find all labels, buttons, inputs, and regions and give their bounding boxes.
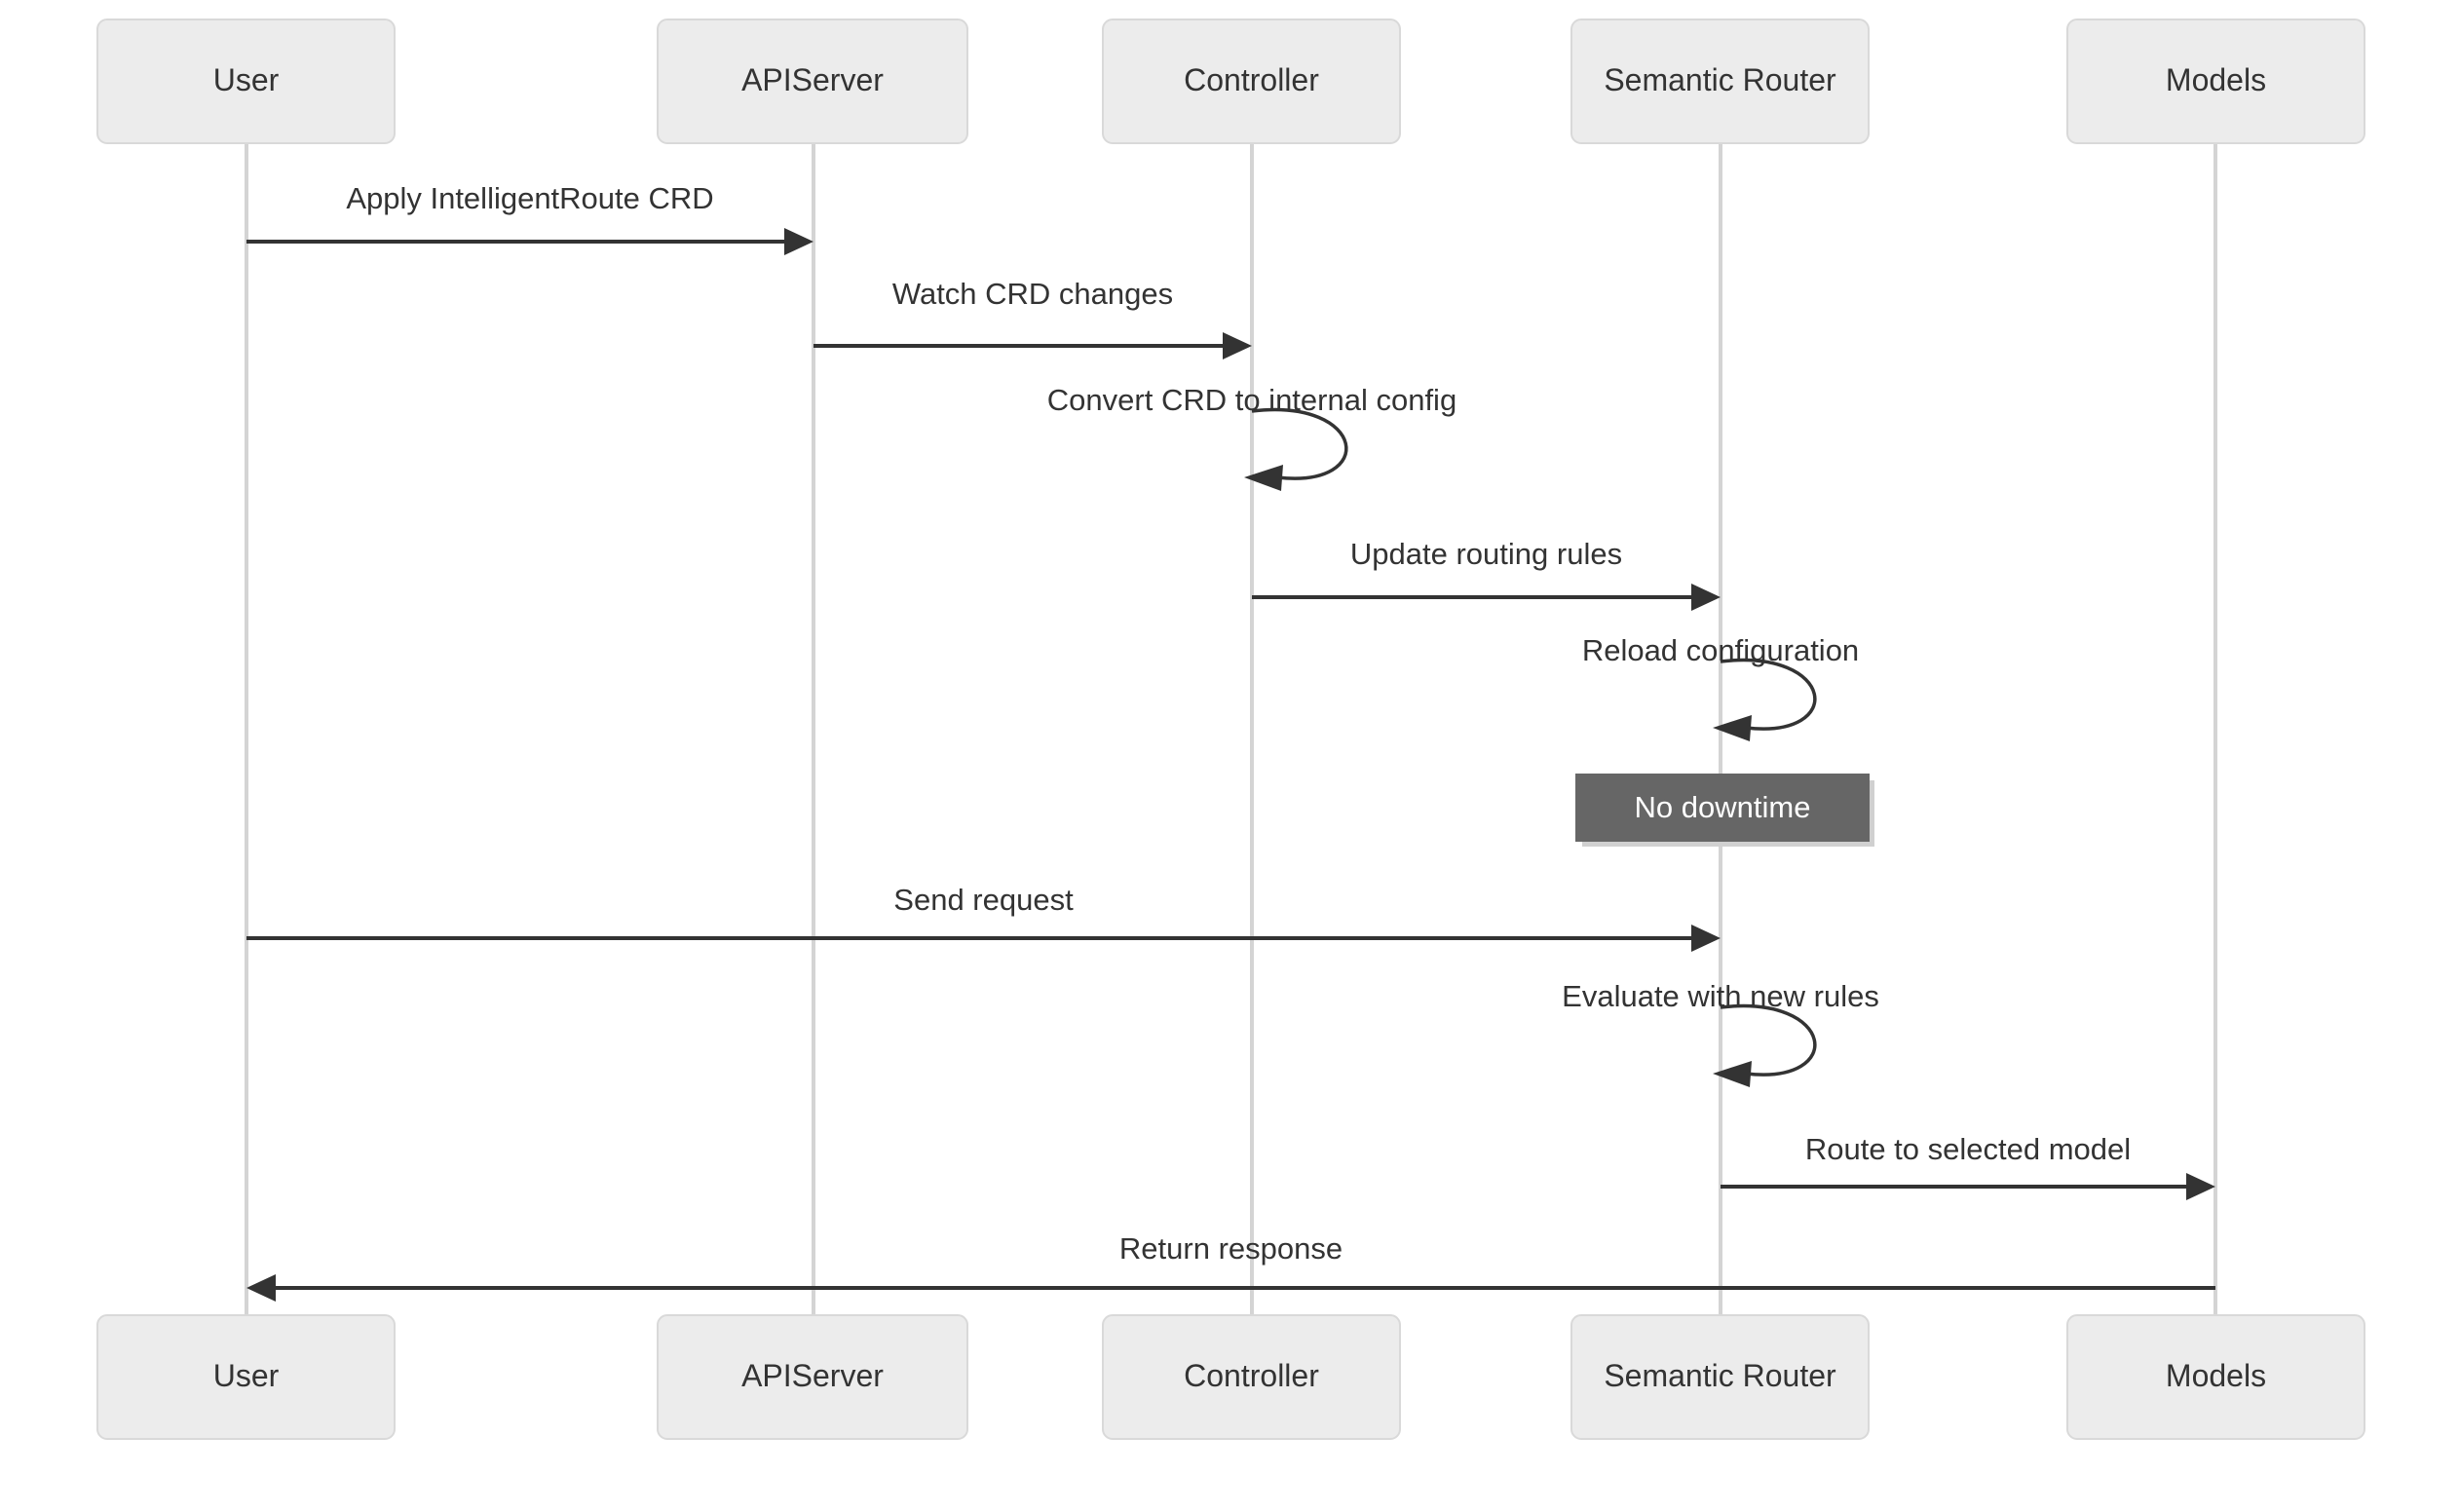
participant-label: Controller xyxy=(1184,62,1319,97)
message-m1[interactable]: Apply IntelligentRoute CRD xyxy=(246,181,813,255)
arrow-head-icon xyxy=(784,228,813,255)
message-label: Reload configuration xyxy=(1582,633,1859,667)
participant-user-top[interactable]: User xyxy=(96,19,396,144)
arrow-head-icon xyxy=(246,1274,276,1302)
participants-bottom-group: User APIServer Controller Semantic Router Mo… xyxy=(96,1314,2365,1440)
participants-top-group: User APIServer Controller Semantic Router Mo… xyxy=(96,19,2365,144)
participant-models-bottom[interactable]: Models xyxy=(2066,1314,2365,1440)
message-label: Return response xyxy=(1119,1231,1343,1266)
messages-group: Apply IntelligentRoute CRD Watch CRD chan… xyxy=(246,181,2215,1302)
participant-box xyxy=(1102,19,1401,144)
participant-label: Semantic Router xyxy=(1604,62,1836,97)
message-label: Apply IntelligentRoute CRD xyxy=(346,181,713,215)
participant-box xyxy=(1570,19,1870,144)
arrow-head-icon xyxy=(2186,1173,2215,1200)
participant-router-top[interactable]: Semantic Router xyxy=(1570,19,1870,144)
participant-label: Semantic Router xyxy=(1604,1358,1836,1393)
participant-controller-bottom[interactable]: Controller xyxy=(1102,1314,1401,1440)
message-label: Update routing rules xyxy=(1350,537,1622,571)
message-m3[interactable]: Convert CRD to internal config xyxy=(1047,383,1456,491)
message-m9[interactable]: Return response xyxy=(246,1231,2215,1302)
participant-box xyxy=(96,1314,396,1440)
message-m7[interactable]: Evaluate with new rules xyxy=(1562,979,1879,1087)
message-m8[interactable]: Route to selected model xyxy=(1721,1132,2215,1200)
participant-box xyxy=(96,19,396,144)
participant-apiserver-top[interactable]: APIServer xyxy=(657,19,968,144)
participant-label: APIServer xyxy=(741,1358,884,1393)
participant-controller-top[interactable]: Controller xyxy=(1102,19,1401,144)
self-message-loop xyxy=(1720,658,1817,731)
message-m2[interactable]: Watch CRD changes xyxy=(813,277,1252,359)
note-box xyxy=(1575,774,1870,842)
participant-models-top[interactable]: Models xyxy=(2066,19,2365,144)
notes-group: No downtime xyxy=(1575,774,1874,847)
participant-user-bottom[interactable]: User xyxy=(96,1314,396,1440)
arrow-head-icon xyxy=(1713,715,1752,741)
arrow-head-icon xyxy=(1691,925,1721,952)
note-n1[interactable]: No downtime xyxy=(1575,774,1874,847)
message-label: Route to selected model xyxy=(1805,1132,2131,1166)
message-label: Send request xyxy=(893,883,1074,917)
message-label: Convert CRD to internal config xyxy=(1047,383,1456,417)
self-message-loop xyxy=(1720,1003,1817,1077)
participant-label: Controller xyxy=(1184,1358,1319,1393)
arrow-head-icon xyxy=(1244,465,1283,491)
participant-label: User xyxy=(213,1358,280,1393)
participant-label: Models xyxy=(2166,62,2266,97)
participant-box xyxy=(657,19,968,144)
participant-label: APIServer xyxy=(741,62,884,97)
participant-box xyxy=(2066,1314,2365,1440)
message-m4[interactable]: Update routing rules xyxy=(1252,537,1721,611)
message-m6[interactable]: Send request xyxy=(246,883,1721,952)
participant-box xyxy=(2066,19,2365,144)
arrow-head-icon xyxy=(1691,584,1721,611)
message-label: Watch CRD changes xyxy=(892,277,1173,311)
self-message-loop xyxy=(1251,407,1348,480)
participant-box xyxy=(1570,1314,1870,1440)
participant-router-bottom[interactable]: Semantic Router xyxy=(1570,1314,1870,1440)
participant-apiserver-bottom[interactable]: APIServer xyxy=(657,1314,968,1440)
note-label: No downtime xyxy=(1635,790,1811,824)
participant-box xyxy=(657,1314,968,1440)
participant-box xyxy=(1102,1314,1401,1440)
arrow-head-icon xyxy=(1713,1061,1752,1087)
lifelines-group xyxy=(245,143,2217,1315)
participant-label: User xyxy=(213,62,280,97)
participant-label: Models xyxy=(2166,1358,2266,1393)
message-m5[interactable]: Reload configuration xyxy=(1582,633,1859,741)
message-label: Evaluate with new rules xyxy=(1562,979,1879,1013)
arrow-head-icon xyxy=(1223,332,1252,359)
